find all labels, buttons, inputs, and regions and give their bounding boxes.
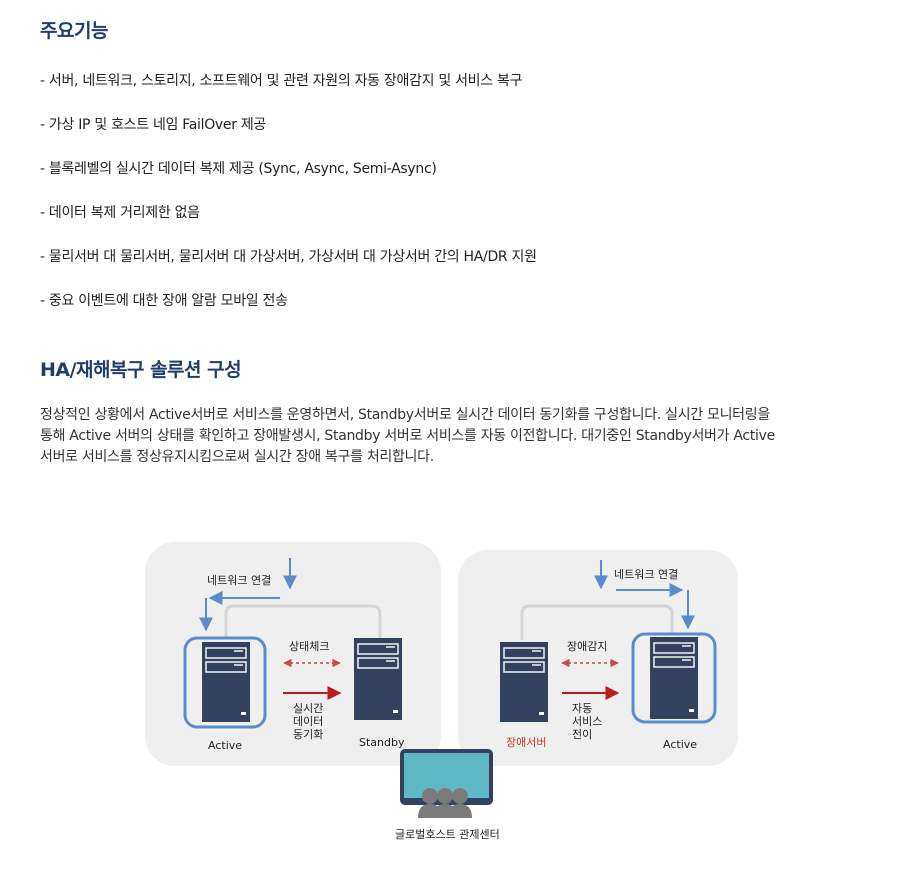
- sync-label-line-2: 데이터: [293, 715, 323, 728]
- feature-item: - 중요 이벤트에 대한 장애 알람 모바일 전송: [40, 293, 288, 309]
- sync-label-line-3: 동기화: [293, 728, 323, 741]
- right-network-label: 네트워크 연결: [614, 568, 678, 581]
- left-network-link: [224, 604, 382, 640]
- active-highlight: [183, 636, 267, 729]
- control-center-monitor-icon: [400, 749, 493, 818]
- ha-dr-description: 정상적인 상황에서 Active서버로 서비스를 운영하면서, Standby서…: [40, 405, 840, 468]
- transfer-label-line-1: 자동: [572, 702, 592, 715]
- failed-server-icon: [500, 642, 548, 722]
- new-active-server-icon: [650, 637, 698, 719]
- right-network-link: [520, 604, 674, 640]
- control-center-label: 글로벌호스트 관제센터: [395, 828, 500, 841]
- feature-item: - 블록레벨의 실시간 데이터 복제 제공 (Sync, Async, Semi…: [40, 161, 437, 177]
- health-check-label: 상태체크: [289, 640, 329, 653]
- ha-dr-heading: HA/재해복구 솔루션 구성: [40, 359, 242, 381]
- feature-item: - 서버, 네트워크, 스토리지, 소프트웨어 및 관련 자원의 자동 장애감지…: [40, 73, 523, 89]
- description-line: 서버로 서비스를 정상유지시킴으로써 실시간 장애 복구를 처리합니다.: [40, 449, 434, 465]
- standby-server-icon: [354, 638, 402, 720]
- new-active-label: Active: [663, 738, 697, 751]
- standby-label: Standby: [359, 736, 405, 749]
- new-active-highlight: [631, 632, 717, 724]
- feature-item: - 가상 IP 및 호스트 네임 FailOver 제공: [40, 117, 266, 133]
- fault-detect-label: 장애감지: [567, 640, 607, 653]
- transfer-label-line-3: 전이: [572, 728, 592, 741]
- description-line: 정상적인 상황에서 Active서버로 서비스를 운영하면서, Standby서…: [40, 407, 770, 423]
- features-heading: 주요기능: [40, 20, 108, 42]
- active-server-icon: [202, 642, 250, 722]
- feature-item: - 물리서버 대 물리서버, 물리서버 대 가상서버, 가상서버 대 가상서버 …: [40, 249, 537, 265]
- sync-label-line-1: 실시간: [293, 702, 323, 715]
- active-label: Active: [208, 739, 242, 752]
- feature-item: - 데이터 복제 거리제한 없음: [40, 205, 200, 221]
- transfer-label-line-2: 서비스: [572, 715, 602, 728]
- description-line: 통해 Active 서버의 상태를 확인하고 장애발생시, Standby 서버…: [40, 428, 775, 444]
- failed-server-label: 장애서버: [506, 736, 546, 749]
- left-network-label: 네트워크 연결: [207, 574, 271, 587]
